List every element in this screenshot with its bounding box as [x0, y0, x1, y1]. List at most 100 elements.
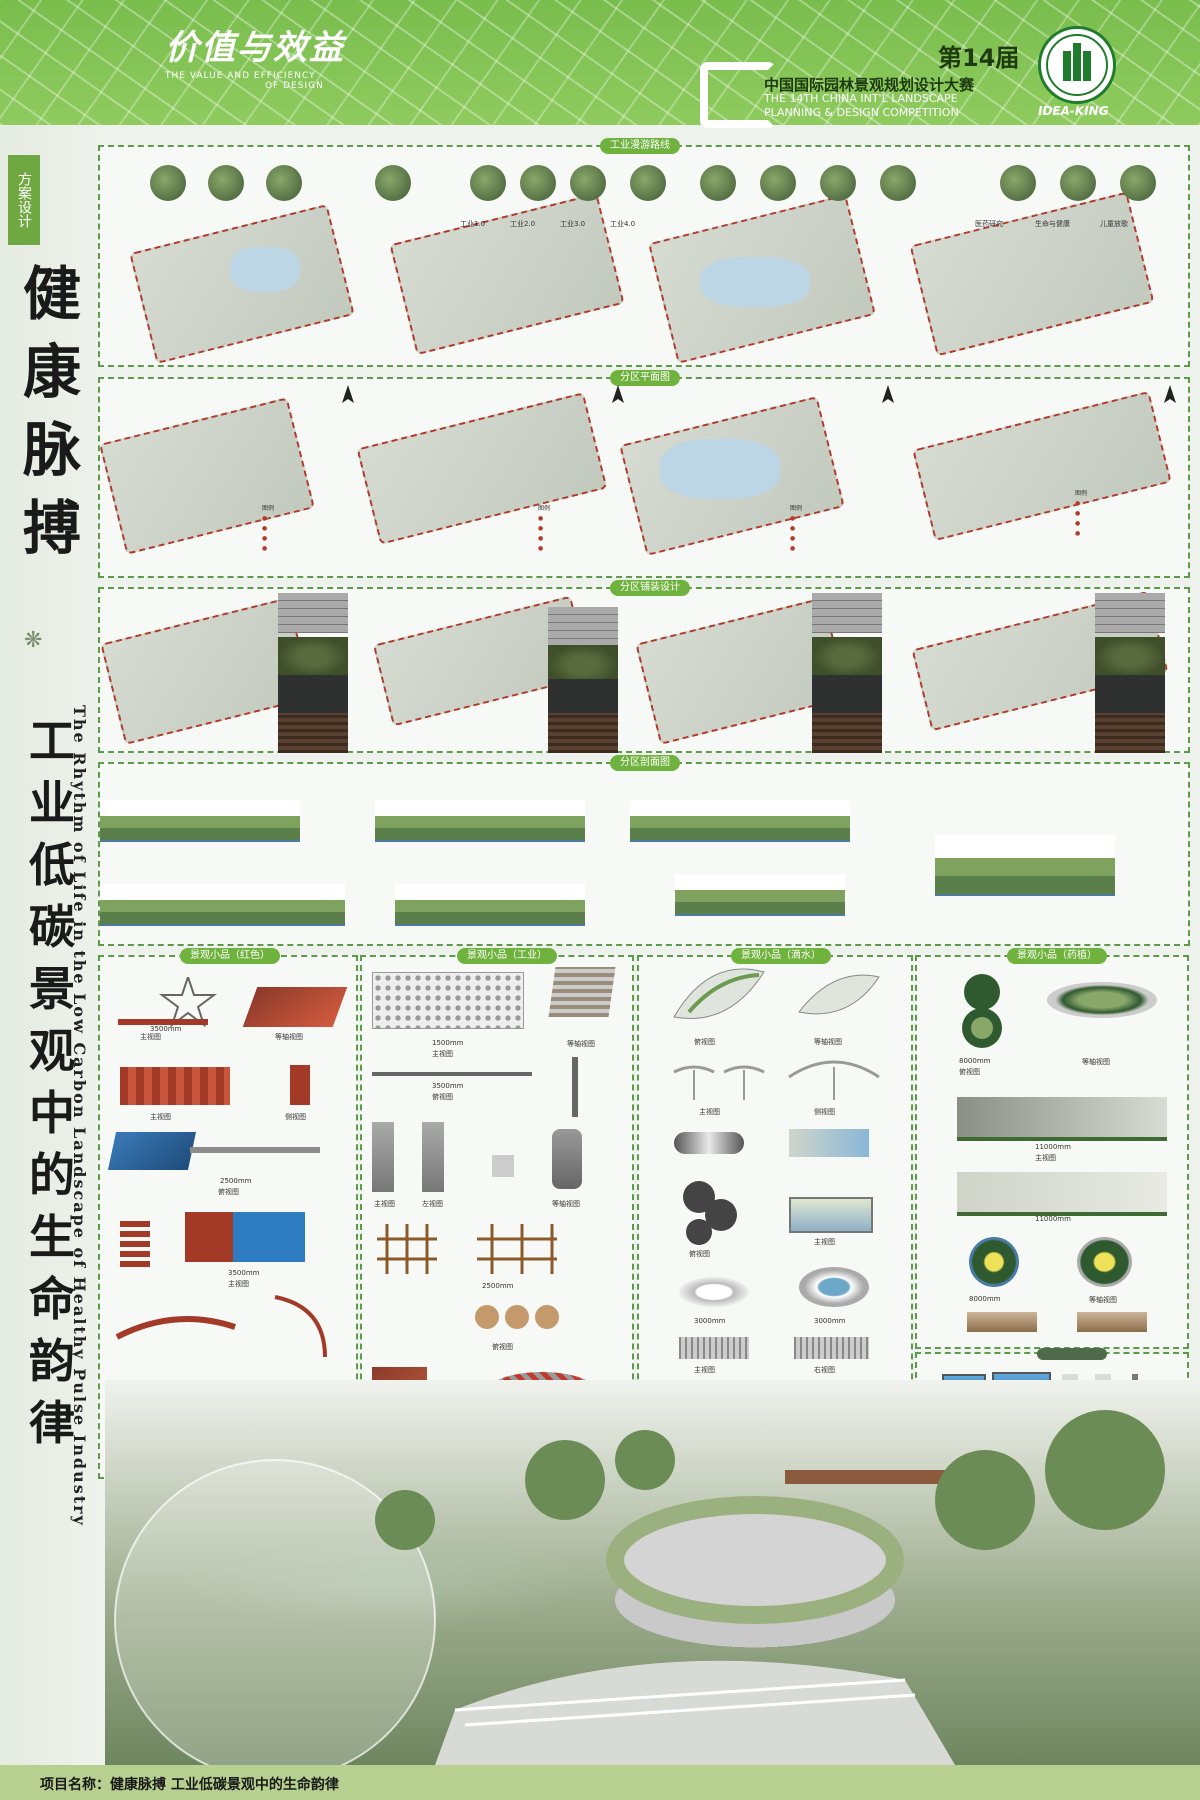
plan-legend: 图例 [1075, 489, 1087, 539]
competition-logo-icon [1038, 26, 1116, 104]
view-label: 主视图 [814, 1238, 835, 1246]
route-thumb [1000, 165, 1036, 201]
plant-column [372, 1122, 394, 1192]
dim-label: 3000mm [694, 1317, 726, 1325]
paving-texture-stone [1095, 593, 1165, 633]
paving-texture-grass [278, 637, 348, 677]
leaf-canopy-icon [798, 974, 880, 1015]
red-post [290, 1065, 310, 1105]
water-bench [674, 1132, 744, 1154]
elevation-strip [675, 874, 845, 916]
competition-number: 第14届 [938, 44, 1020, 72]
title-main: 健康脉搏 [22, 260, 81, 562]
route-thumb [820, 165, 856, 201]
paving-texture-asphalt [1095, 675, 1165, 715]
routes-panel: 工业漫游路线 工业1.0 工业2.0 工业3.0 工业4.0 医药研究 生命与健… [98, 138, 1190, 367]
route-thumb [150, 165, 186, 201]
view-label: 主视图 [150, 1113, 171, 1121]
paving-texture-asphalt [812, 675, 882, 715]
water-basin [799, 1267, 869, 1307]
sketch-medicine-title: 景观小品（药植） [1007, 948, 1107, 964]
legend-title: 图例 [262, 505, 275, 512]
slogan: 价值与效益 THE VALUE AND EFFICIENCY OF DESIGN [165, 20, 345, 91]
project-name: 项目名称：健康脉搏 工业低碳景观中的生命韵律 [40, 1774, 339, 1794]
elevation-strip [630, 800, 850, 842]
route-thumb [375, 165, 411, 201]
elevation-strip [100, 800, 300, 842]
paving-texture-stone [548, 607, 618, 647]
sketch-medicine-panel: 景观小品（药植） 8000mm 俯视图 等轴视图 11000mm 主视图 110… [915, 948, 1189, 1349]
view-label: 左视图 [422, 1200, 443, 1208]
round-planter [969, 1237, 1019, 1287]
dim-label: 3500mm [150, 1025, 182, 1033]
route-label: 工业2.0 [510, 220, 536, 228]
paving-texture-wood [278, 713, 348, 753]
wood-fence-icon [377, 1224, 557, 1274]
paving-texture-wood [1095, 713, 1165, 753]
red-rack [120, 1217, 150, 1267]
logo-text: IDEA-KING [1038, 104, 1109, 118]
sketch-water-title: 景观小品（滴水） [731, 948, 831, 964]
rod-vertical [572, 1057, 578, 1117]
umbrella-icon [673, 1065, 765, 1100]
render-illustration [114, 1410, 1165, 1781]
view-label: 主视图 [228, 1280, 249, 1288]
umbrella-icon [788, 1060, 880, 1100]
title-sub: 工业低碳景观中的生命韵律 [29, 714, 75, 1450]
plan-map-1 [99, 397, 315, 555]
legend-title: 图例 [790, 505, 803, 512]
route-thumb [700, 165, 736, 201]
route-thumb [880, 165, 916, 201]
competition-mark-icon [700, 62, 776, 128]
route-thumb [570, 165, 606, 201]
view-label: 主视图 [694, 1366, 715, 1374]
north-arrow-icon [1164, 385, 1176, 403]
plan-legend: 图例 [262, 504, 274, 554]
view-label: 主视图 [432, 1050, 453, 1058]
plant-column-top [492, 1155, 514, 1177]
red-bench [242, 987, 348, 1027]
round-planter [1077, 1237, 1132, 1287]
view-label: 等轴视图 [275, 1033, 303, 1041]
dim-label: 11000mm [1035, 1215, 1071, 1223]
perspective-render [105, 1380, 1200, 1781]
water-display [789, 1129, 869, 1157]
rail [190, 1147, 320, 1153]
view-label: 俯视图 [432, 1093, 453, 1101]
view-label: 右视图 [814, 1366, 835, 1374]
route-label: 儿童放歌 [1100, 220, 1128, 228]
paving-texture-asphalt [278, 675, 348, 715]
kiosk-front [1077, 1312, 1147, 1332]
screen-panel [107, 1132, 197, 1170]
view-label: 侧视图 [285, 1113, 306, 1121]
curve-wall-icon [115, 1295, 327, 1358]
plan-legend: 图例 [538, 504, 550, 554]
view-label: 等轴视图 [814, 1038, 842, 1046]
route-thumb [630, 165, 666, 201]
dim-label: 3500mm [228, 1269, 260, 1277]
mesh-wall [372, 972, 524, 1029]
north-arrow-icon [612, 385, 624, 403]
route-thumb [1120, 165, 1156, 201]
view-label: 等轴视图 [1089, 1296, 1117, 1304]
route-map-2 [389, 192, 625, 356]
competition-title-en: THE 14TH CHINA INT'L LANDSCAPE PLANNING … [764, 92, 959, 119]
project-title: 健康脉搏 工业低碳景观中的生命韵律 [110, 1777, 339, 1793]
route-thumb [208, 165, 244, 201]
paving-texture-grass [548, 645, 618, 685]
view-label: 俯视图 [959, 1068, 980, 1076]
dim-label: 2500mm [220, 1177, 252, 1185]
route-thumb [520, 165, 556, 201]
star-sculpture-icon [118, 977, 217, 1027]
paving-texture-asphalt [548, 679, 618, 719]
view-label: 主视图 [1035, 1154, 1056, 1162]
water-kiosk [789, 1197, 873, 1233]
elevation-strip [375, 800, 585, 842]
leaf-canopy-icon [673, 968, 765, 1019]
routes-title: 工业漫游路线 [600, 138, 680, 154]
poster-header: 价值与效益 THE VALUE AND EFFICIENCY OF DESIGN… [0, 0, 1200, 128]
route-label: 生命与健康 [1035, 220, 1070, 228]
sketch-industry-title: 景观小品（工业） [457, 948, 557, 964]
plans-title: 分区平面图 [610, 370, 680, 386]
green-wall [957, 1097, 1167, 1141]
